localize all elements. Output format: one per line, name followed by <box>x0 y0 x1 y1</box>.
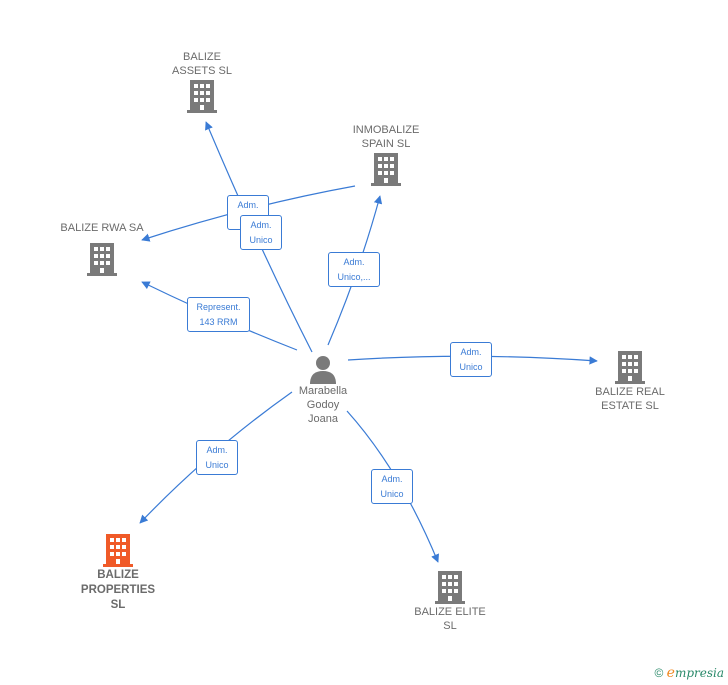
edge-label-elite[interactable]: Adm. Unico <box>371 469 413 504</box>
edge-label-line2: 143 RRM <box>199 317 238 327</box>
edge-label-line1: Represent. <box>196 302 241 312</box>
node-label-line1: BALIZE <box>97 569 139 581</box>
node-label-line2: ASSETS SL <box>172 65 232 77</box>
edge-label-line2: Unico <box>380 489 404 499</box>
node-label-line1: BALIZE <box>183 51 221 63</box>
brand-initial: e <box>666 665 675 681</box>
brand-rest: mpresia <box>674 666 724 680</box>
edge-label-line1: Adm. <box>237 200 259 210</box>
edge-label-line1: Adm. <box>343 257 365 267</box>
node-label-line1: BALIZE REAL <box>595 386 665 398</box>
node-label-line1: BALIZE ELITE <box>414 606 486 618</box>
node-label-line1: BALIZE RWA SA <box>60 222 144 234</box>
edge-label-line2: Unico <box>249 235 273 245</box>
edge-label-line1: Adm. <box>381 474 403 484</box>
node-balize-elite[interactable]: BALIZE ELITE SL <box>406 569 494 633</box>
edge-label-properties[interactable]: Adm. Unico <box>196 440 238 475</box>
node-balize-real-estate[interactable]: BALIZE REAL ESTATE SL <box>588 349 672 413</box>
brand-logo: empresia <box>666 665 724 681</box>
edge-label-inmobalize[interactable]: Adm. Unico,... <box>328 252 380 287</box>
node-label-line3: SL <box>110 599 126 611</box>
edge-label-line1: Adm. <box>460 347 482 357</box>
footer-brand: © empresia <box>654 665 724 681</box>
node-person[interactable]: Marabella Godoy Joana <box>288 354 358 426</box>
node-balize-assets[interactable]: BALIZE ASSETS SL <box>170 50 234 114</box>
node-inmobalize-spain[interactable]: INMOBALIZE SPAIN SL <box>346 123 426 187</box>
node-label-line2: ESTATE SL <box>601 400 659 412</box>
edge-label-rwa[interactable]: Represent. 143 RRM <box>187 297 250 332</box>
building-icon <box>87 243 117 276</box>
node-label-line1: INMOBALIZE <box>352 124 420 136</box>
building-icon <box>103 534 133 567</box>
building-icon <box>371 153 401 186</box>
building-icon <box>615 351 645 384</box>
node-label-line3: Joana <box>308 413 338 425</box>
building-icon <box>435 571 465 604</box>
node-label-line2: SPAIN SL <box>361 138 411 150</box>
edge-label-line2: Unico <box>459 362 483 372</box>
edge-label-assets-b[interactable]: Adm. Unico <box>240 215 282 250</box>
node-label-line2: PROPERTIES <box>80 584 156 596</box>
node-label-line1: Marabella <box>298 385 348 397</box>
building-icon <box>187 80 217 113</box>
node-label-line2: SL <box>443 620 457 632</box>
node-balize-properties[interactable]: BALIZE PROPERTIES SL <box>72 532 164 613</box>
edge-label-real-estate[interactable]: Adm. Unico <box>450 342 492 377</box>
edge-label-line2: Unico,... <box>337 272 371 282</box>
edge-label-line2: Unico <box>205 460 229 470</box>
copyright-symbol: © <box>654 666 664 680</box>
person-icon <box>310 356 336 384</box>
node-label-line2: Godoy <box>306 399 340 411</box>
node-balize-rwa[interactable]: BALIZE RWA SA <box>56 221 148 277</box>
edge-label-line1: Adm. <box>250 220 272 230</box>
edge-label-line1: Adm. <box>206 445 228 455</box>
